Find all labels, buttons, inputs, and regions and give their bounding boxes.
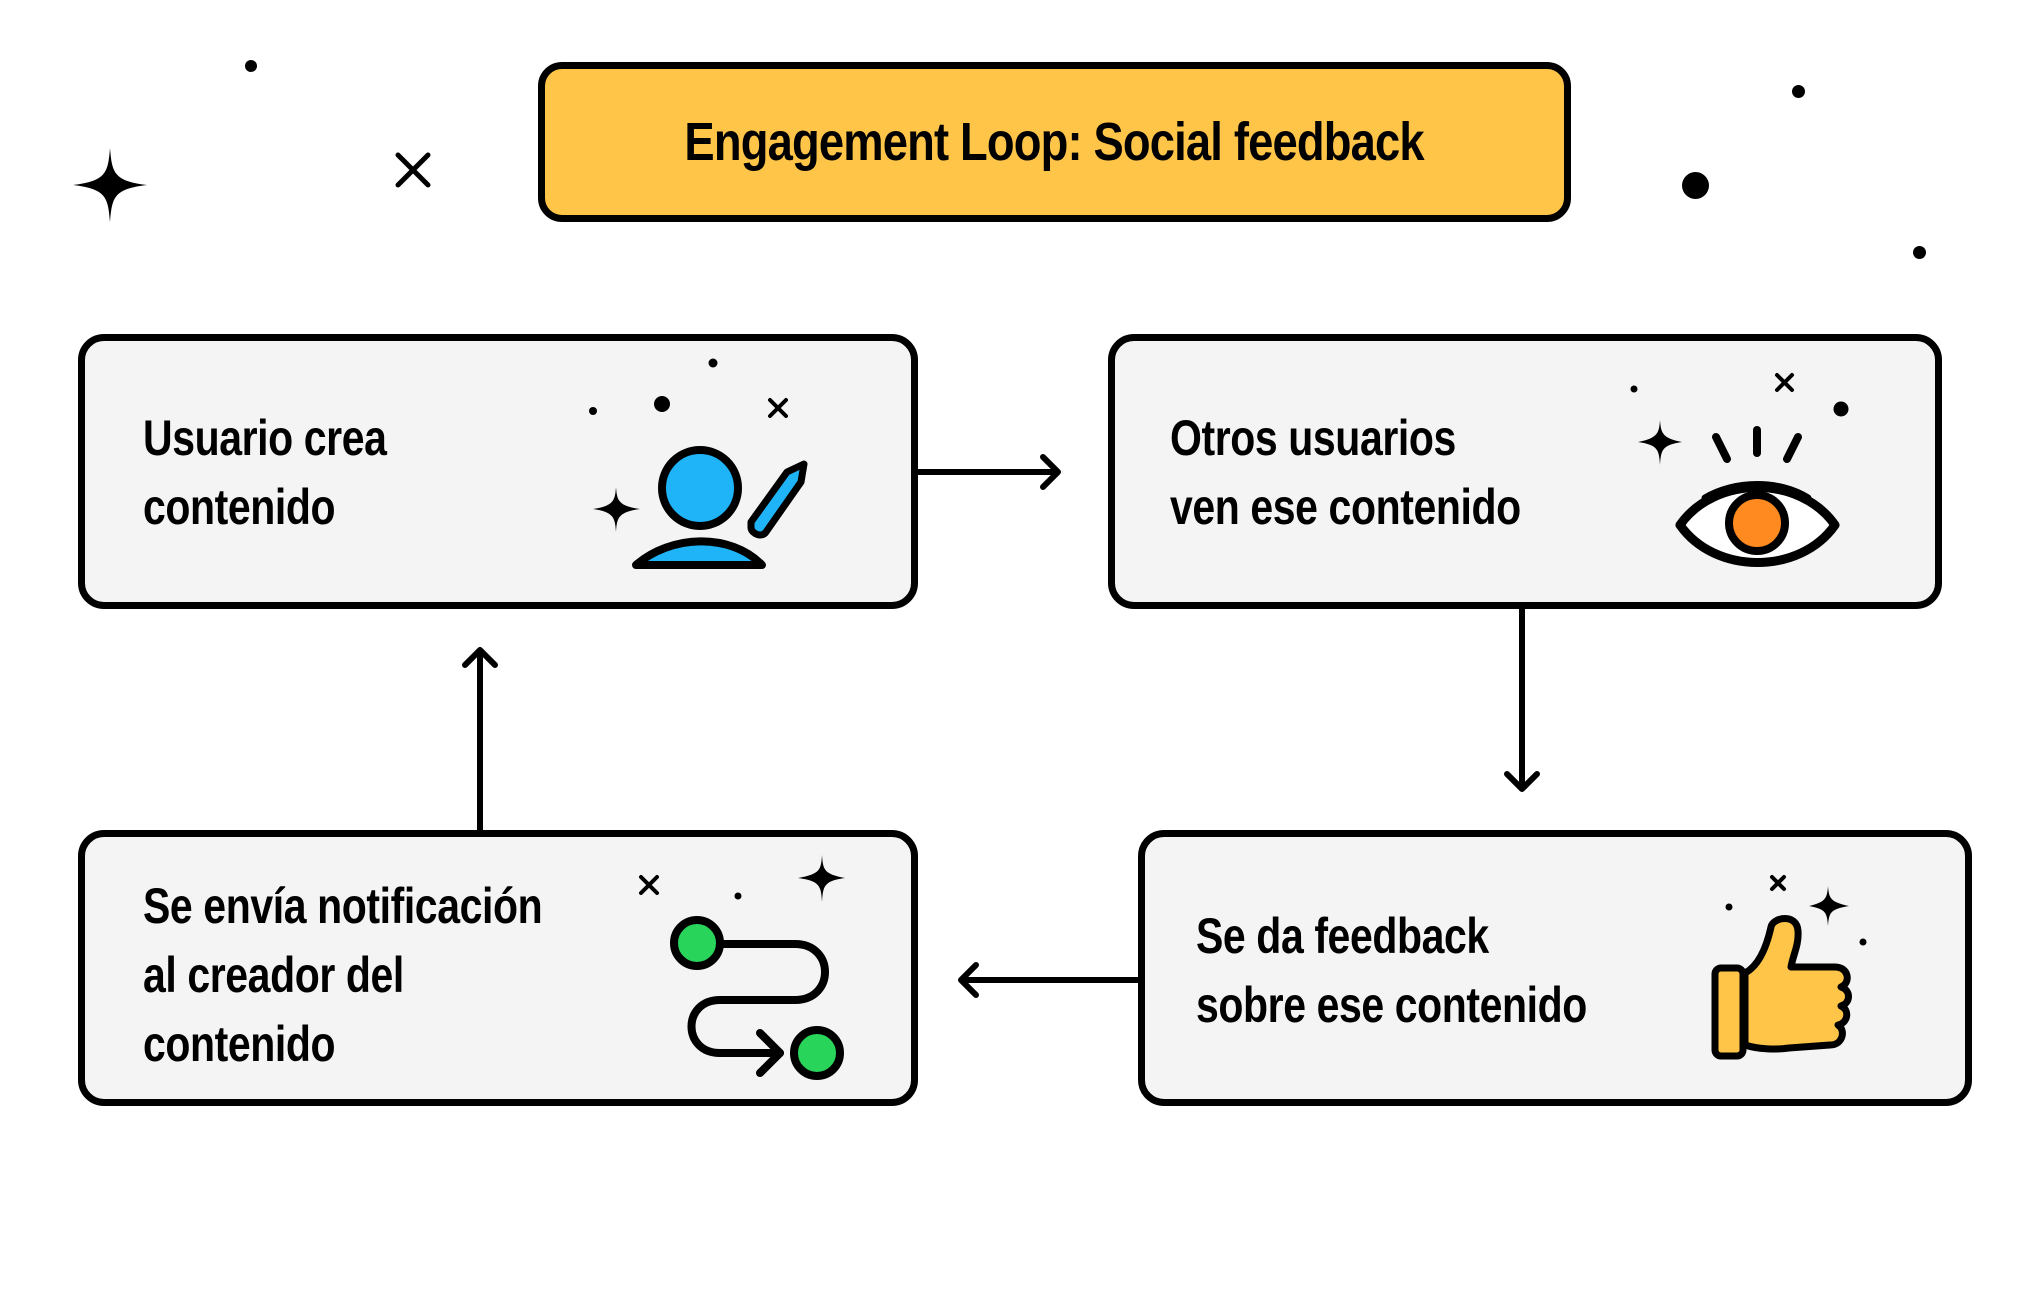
step-2-line-1: Otros usuarios — [1170, 410, 1456, 466]
step-3-line-1: Se da feedback — [1196, 908, 1489, 964]
step-box-others-view-content — [1108, 334, 1942, 609]
arrow-down-icon — [1504, 603, 1540, 792]
step-4-line-1: Se envía notificación — [143, 878, 543, 934]
step-box-user-creates-content — [78, 334, 918, 609]
sparkle-star-icon — [73, 148, 147, 222]
step-4-line-3: contenido — [143, 1016, 336, 1072]
step-2-label: Otros usuarios ven ese contenido — [1170, 404, 1521, 542]
step-1-label: Usuario crea contenido — [143, 404, 387, 542]
step-3-line-2: sobre ese contenido — [1196, 977, 1587, 1033]
step-4-line-2: al creador del — [143, 947, 404, 1003]
diagram-title: Engagement Loop: Social feedback — [684, 112, 1425, 172]
dot-icon — [1913, 246, 1926, 259]
step-1-line-2: contenido — [143, 479, 336, 535]
dot-icon — [1792, 85, 1805, 98]
arrow-right-icon — [912, 454, 1061, 490]
dot-icon — [245, 60, 257, 72]
step-2-line-2: ven ese contenido — [1170, 479, 1521, 535]
dot-icon — [1682, 172, 1709, 199]
thumbs-up-icon — [1711, 875, 1867, 1060]
cross-sparkle-icon — [395, 152, 431, 188]
arrow-left-icon — [958, 962, 1144, 998]
arrow-up-icon — [462, 647, 498, 837]
title-banner: Engagement Loop: Social feedback — [538, 62, 1571, 222]
step-1-line-1: Usuario crea — [143, 410, 387, 466]
person-creating-icon — [589, 358, 808, 569]
step-3-label: Se da feedback sobre ese contenido — [1196, 902, 1587, 1040]
eye-icon — [1630, 373, 1849, 567]
step-4-label: Se envía notificación al creador del con… — [143, 872, 543, 1079]
path-route-icon — [639, 855, 845, 1080]
